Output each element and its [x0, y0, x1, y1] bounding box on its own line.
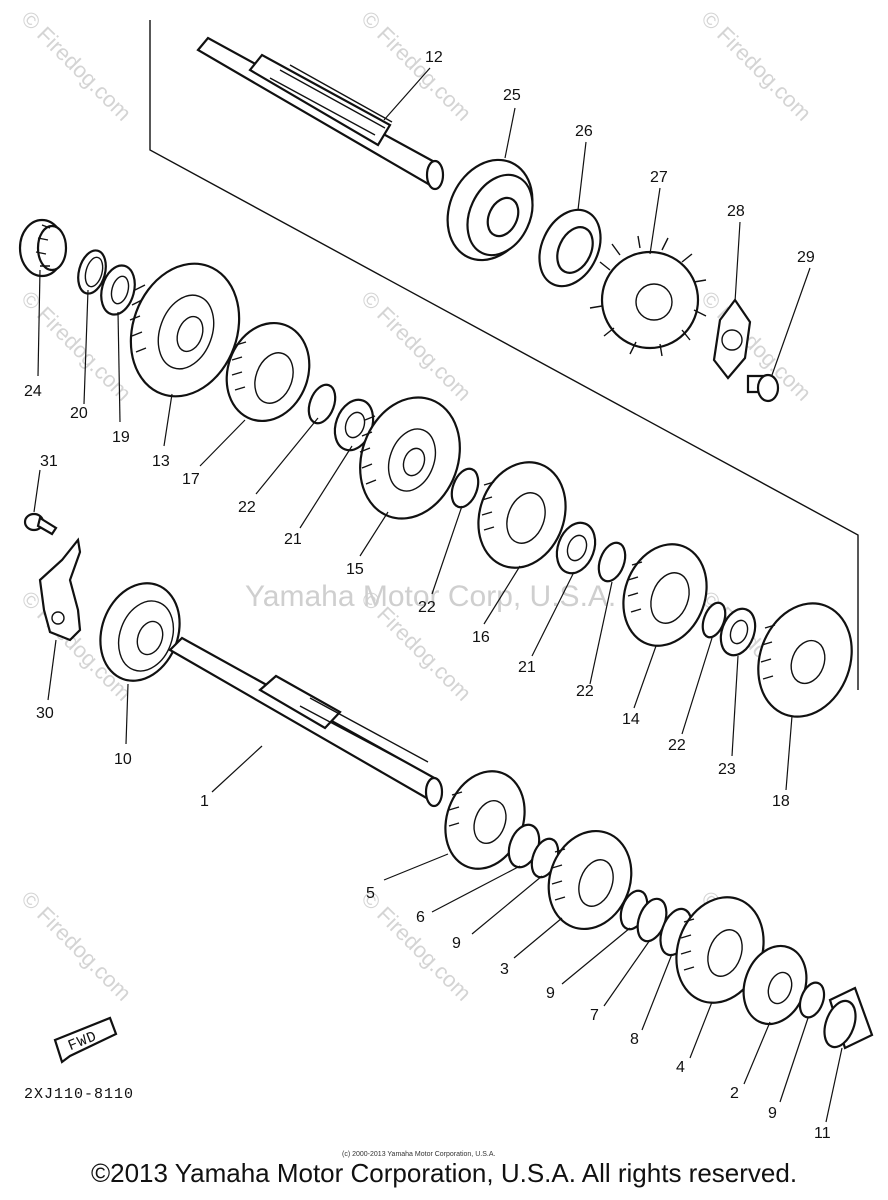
forward-direction-arrow: FWD [53, 1016, 118, 1064]
gear-13 [129, 262, 241, 398]
part-label: 22 [418, 599, 436, 616]
part-label: 2 [730, 1085, 739, 1102]
circlip-9c [798, 981, 826, 1019]
part-label: 22 [668, 737, 686, 754]
part-label: 21 [284, 531, 302, 548]
drive-sprocket-27 [589, 235, 707, 357]
bolt-29 [746, 373, 780, 403]
part-label: 28 [727, 203, 745, 220]
part-label: 22 [576, 683, 594, 700]
part-label: 30 [36, 705, 54, 722]
part-label: 24 [24, 383, 42, 400]
part-label: 26 [575, 123, 593, 140]
part-label: 12 [425, 49, 443, 66]
needle-bearing-24 [18, 218, 68, 278]
part-label: 15 [346, 561, 364, 578]
part-label: 13 [152, 453, 170, 470]
gear-18 [757, 602, 853, 718]
small-copyright: (c) 2000-2013 Yamaha Motor Corporation, … [342, 1151, 495, 1158]
part-label: 19 [112, 429, 130, 446]
part-label: 31 [40, 453, 58, 470]
diagram-code: 2XJ110-8110 [24, 1086, 134, 1103]
part-label: 8 [630, 1031, 639, 1048]
washer-23 [719, 607, 757, 657]
part-label: 11 [814, 1125, 831, 1142]
oil-seal-26 [538, 208, 602, 288]
part-label: 20 [70, 405, 88, 422]
washer-21b [555, 521, 597, 575]
washer-19 [100, 264, 136, 316]
gear-16 [477, 461, 567, 569]
part-label: 23 [718, 761, 736, 778]
watermark: © Firedog.com [16, 886, 136, 1006]
circlip-22c [597, 541, 627, 583]
part-label: 16 [472, 629, 490, 646]
washer-21a [333, 398, 375, 452]
circlip-22b [450, 467, 480, 509]
part-label: 9 [452, 935, 461, 952]
part-label: 14 [622, 711, 640, 728]
part-label: 27 [650, 169, 668, 186]
gear-5 [444, 770, 526, 870]
watermark: © Firedog.com [696, 6, 816, 126]
part-label: 21 [518, 659, 536, 676]
gear-14 [622, 543, 708, 647]
drive-axle-shaft [196, 36, 445, 191]
part-label: 9 [546, 985, 555, 1002]
part-label: 10 [114, 751, 132, 768]
part-label: 25 [503, 87, 521, 104]
watermark: © Firedog.com [16, 6, 136, 126]
circlip-22a [307, 383, 337, 425]
circlip-20 [77, 249, 107, 295]
part-callouts: 12 25 26 27 28 29 24 20 19 13 17 22 21 1… [24, 49, 843, 1142]
gear-15 [359, 396, 461, 520]
part-label: 7 [590, 1007, 599, 1024]
center-watermark: Yamaha Motor Corp, U.S.A. [245, 580, 616, 613]
watermark: © Firedog.com [356, 6, 476, 126]
screw-31 [23, 512, 58, 536]
part-label: 6 [416, 909, 425, 926]
copyright-notice: ©2013 Yamaha Motor Corporation, U.S.A. A… [90, 1158, 798, 1188]
part-label: 3 [500, 961, 509, 978]
bracket-30 [38, 537, 82, 642]
gear-3 [547, 829, 633, 931]
bearing-25 [446, 158, 534, 262]
part-label: 9 [768, 1105, 777, 1122]
main-axle-shaft-1 [168, 636, 444, 808]
needle-bearing-11 [823, 986, 874, 1050]
part-label: 4 [676, 1059, 685, 1076]
watermark: © Firedog.com [356, 286, 476, 406]
part-label: 18 [772, 793, 790, 810]
part-label: 22 [238, 499, 256, 516]
part-label: 17 [182, 471, 200, 488]
part-label: 5 [366, 885, 375, 902]
part-label: 29 [797, 249, 815, 266]
gear-17 [225, 321, 311, 423]
assembly-boundary-line [149, 20, 859, 690]
part-label: 1 [200, 793, 209, 810]
